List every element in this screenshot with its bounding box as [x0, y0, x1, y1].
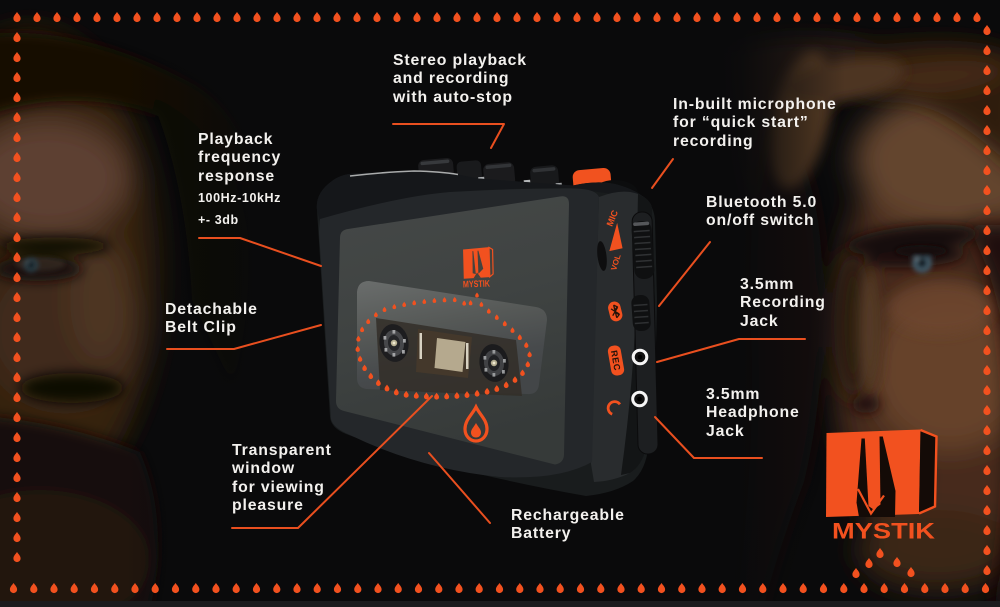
svg-text:MYSTIK: MYSTIK: [463, 279, 490, 291]
svg-text:MYSTIK: MYSTIK: [832, 519, 936, 544]
svg-text:REC: REC: [609, 349, 622, 371]
